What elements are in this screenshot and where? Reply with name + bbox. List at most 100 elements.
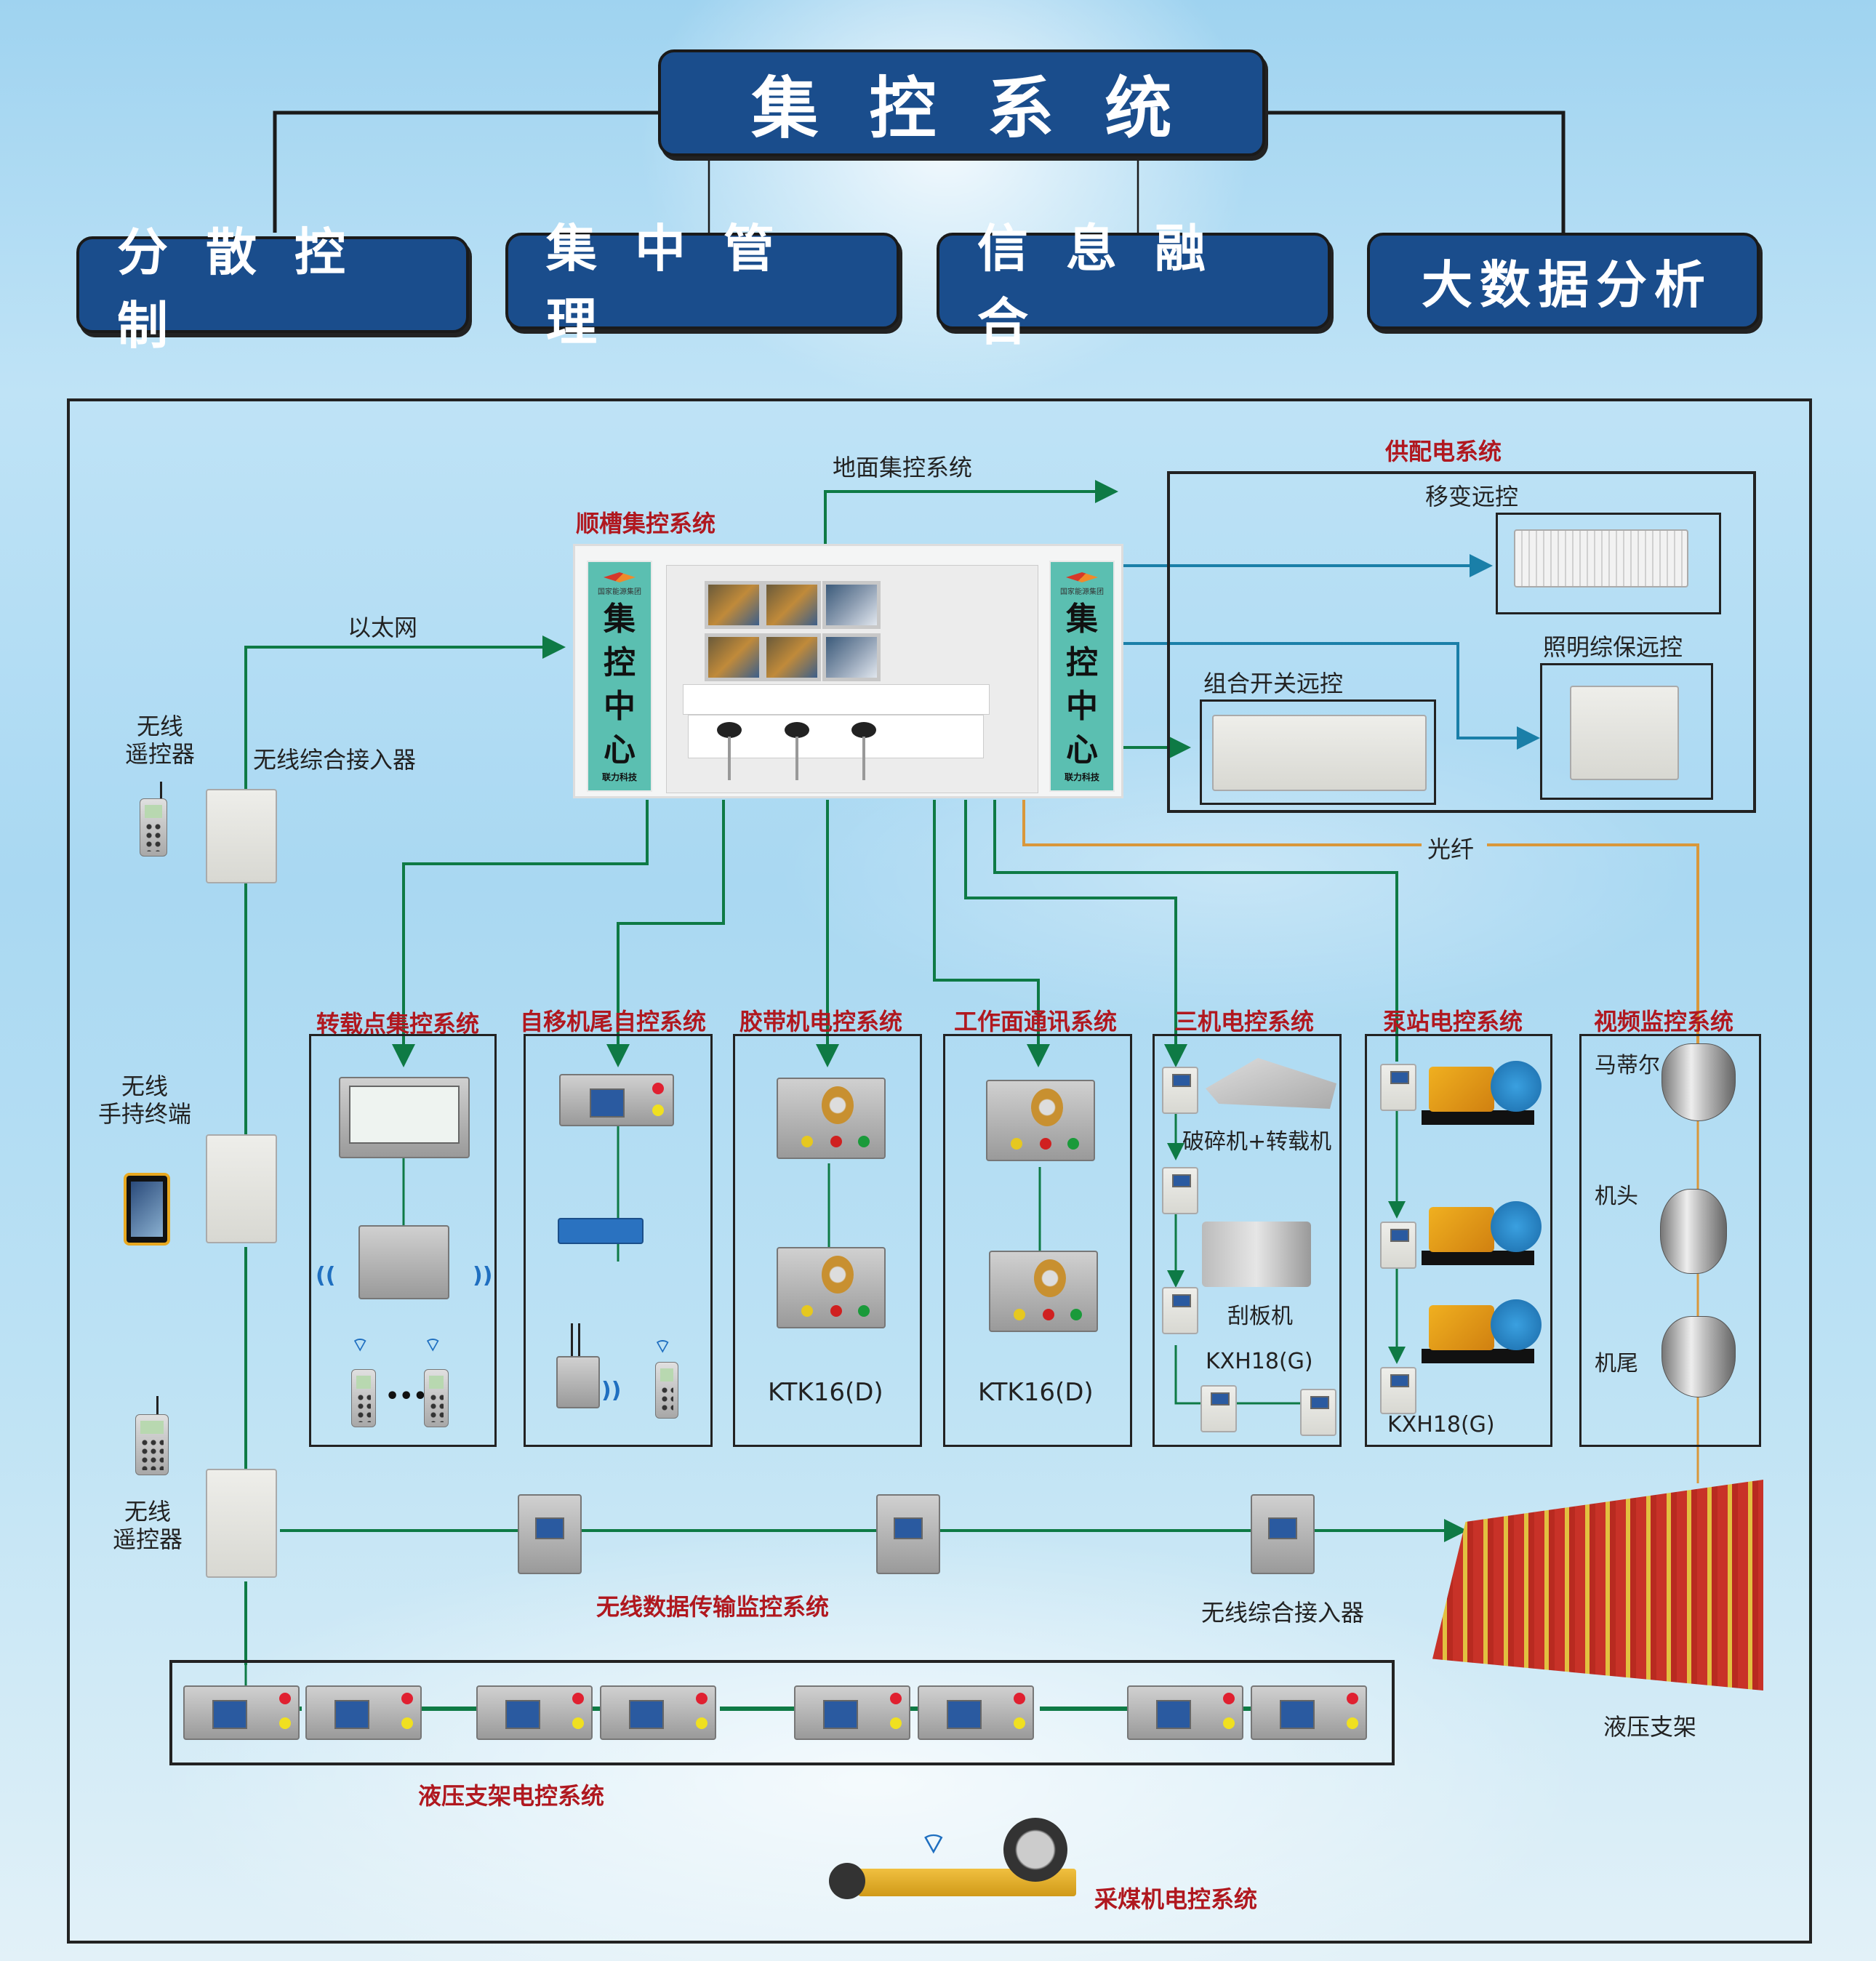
power-supply-title: 供配电系统 [1385,438,1502,465]
camera-label: 机头 [1595,1184,1638,1209]
camera-label: 机尾 [1595,1351,1638,1376]
model-label: KTK16(D) [768,1378,883,1407]
kxh18-controller [1162,1287,1198,1334]
kxh18-controller [1162,1167,1198,1214]
monitor [822,633,881,681]
banner-brand: 联力科技 [1064,772,1099,782]
subsystem-title: 视频监控系统 [1594,1008,1734,1035]
wifi-icon: ⌔ [351,1334,369,1356]
ktk16-controller [777,1078,886,1159]
banner-char: 中 [604,688,636,725]
link-three-3 [1174,1345,1335,1412]
support-controller [476,1685,593,1740]
control-center-room: 国家能源集团 集 控 中 心 联力科技 国家能源集团 集 控 中 心 联力科技 [573,544,1123,798]
banner-char: 控 [604,644,636,681]
combo-switch-label: 组合开关远控 [1203,670,1344,697]
banner-char: 中 [1066,688,1098,725]
kxh18-controller [1162,1067,1198,1114]
antenna-icon [160,782,162,800]
wifi-icon: ⌔ [920,1827,947,1861]
gateway-control-label: 顺槽集控系统 [576,510,716,537]
pump-unit [1422,1052,1542,1125]
support-controller [794,1685,910,1740]
antenna-icon [156,1396,159,1414]
monitor [763,633,821,681]
monitor [822,581,881,629]
stool [851,722,876,738]
bottom-remote-label: 无线 遥控器 [113,1498,183,1553]
lighting-protection-device [1570,686,1679,780]
kxh18-controller [1380,1064,1416,1111]
banner-company: 国家能源集团 [598,588,641,596]
banner-char: 心 [604,731,636,769]
main-diagram-frame [67,398,1812,1944]
pillar-label: 大数据分析 [1422,255,1712,315]
support-controller [183,1685,300,1740]
pillar-information-fusion: 信息融合 [937,219,1331,352]
shearer-drum-left [829,1863,865,1899]
shearer-drum-right [1003,1818,1067,1882]
console-desk [683,684,990,715]
connector-bigdata [1265,111,1566,233]
subsystem-face-communication: KTK16(D) [943,1034,1132,1447]
support-controller [1127,1685,1243,1740]
pump-unit [1422,1291,1542,1363]
scraper-label: 刮板机 [1227,1304,1293,1329]
camera-label: 马蒂尔 [1595,1053,1660,1078]
banner-char: 控 [1066,644,1098,681]
crusher-loader-label: 破碎机+转载机 [1182,1129,1332,1155]
handheld-remote [655,1362,678,1419]
wifi-signal-icon: )) [601,1378,622,1403]
subsystem-title: 胶带机电控系统 [739,1008,903,1035]
stool [717,722,742,738]
wire-face-comm [933,800,1050,1067]
label-line: 无线 [121,1072,169,1100]
mobile-substation-device [1514,529,1688,588]
pump-unit [1422,1192,1542,1265]
lighting-protection-label: 照明综保远控 [1543,633,1683,661]
control-center-banner-left: 国家能源集团 集 控 中 心 联力科技 [587,561,652,792]
lighting-protection-panel [1540,663,1713,800]
wireless-access-unit-3 [206,1469,277,1578]
ethernet-label: 以太网 [348,614,418,641]
camera-icon [1660,1189,1727,1274]
model-label: KTK16(D) [978,1378,1094,1407]
antenna-icon [578,1323,580,1360]
support-controller [600,1685,716,1740]
pillar-big-data-analysis: 大数据分析 [1367,233,1760,329]
label-line: 手持终端 [98,1100,192,1128]
stool-leg [728,737,731,780]
surface-control-label: 地面集控系统 [833,454,973,481]
monitor [705,633,763,681]
wireless-base-station [358,1225,449,1299]
wire-three-machine [964,800,1187,1067]
banner-char: 集 [604,601,636,638]
top-remote-label: 无线 遥控器 [125,713,195,768]
combo-switch-panel [1200,699,1436,805]
model-label: KXH18(G) [1387,1412,1495,1437]
main-title-box: 集控系统 [658,49,1265,156]
shearer-control-label: 采煤机电控系统 [1094,1885,1258,1913]
wireless-data-system-label: 无线数据传输监控系统 [596,1593,830,1621]
pillar-label: 分散控制 [117,222,383,356]
shearer-machine: ⌔ [825,1818,1116,1920]
chn-energy-logo-icon [1066,572,1098,582]
pillar-centralized-management: 集中管理 [505,219,899,352]
wire-fiber-b [1487,843,1699,1047]
wireless-data-node [518,1494,582,1574]
crusher-loader-machine [1206,1058,1336,1109]
wireless-access-label: 无线综合接入器 [1201,1599,1365,1627]
ktk16-controller [777,1247,886,1328]
stool-leg [795,737,798,780]
kxh18-controller [1380,1367,1416,1414]
wireless-ap-device [556,1356,600,1408]
camera-icon [1661,1316,1736,1397]
subsystem-transfer-point: (( )) ⌔ ⌔ ••• [309,1034,497,1447]
top-access-label: 无线综合接入器 [253,746,417,774]
console-cabinet [688,715,984,758]
wire-ethernet [244,635,566,789]
wire-lighting-protection [1123,642,1540,750]
kxh18-controller [1200,1385,1237,1432]
hydraulic-support-label: 液压支架 [1603,1713,1697,1741]
wireless-data-node [1251,1494,1315,1574]
